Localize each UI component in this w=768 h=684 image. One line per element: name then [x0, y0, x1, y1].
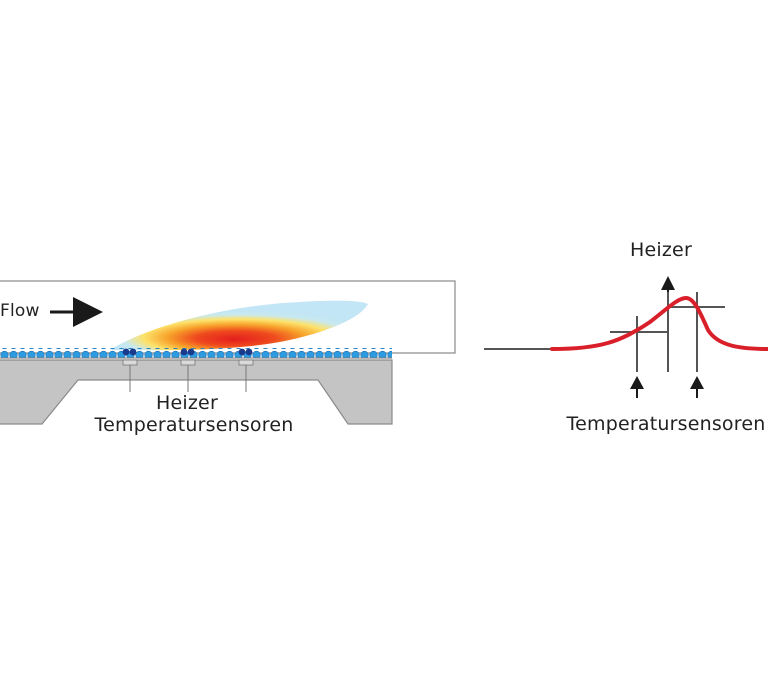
left-heater-label: Heizer	[156, 392, 218, 414]
leader-lines	[129, 365, 247, 392]
sensor-arrow-right-icon	[690, 376, 704, 398]
sensor-arrow-left-icon	[630, 376, 644, 398]
left-sensors-label: Temperatursensoren	[94, 414, 294, 436]
flow-label: Flow	[0, 301, 40, 321]
sensor-dots	[122, 348, 253, 356]
membrane-dots	[0, 348, 392, 358]
right-sensors-label: Temperatursensoren	[566, 413, 766, 435]
heat-plume	[110, 300, 368, 351]
substrate	[0, 359, 393, 425]
temperature-curve	[550, 295, 768, 351]
heater-arrow-icon	[661, 276, 675, 292]
left-diagram	[0, 280, 456, 425]
right-diagram	[484, 276, 768, 398]
right-heater-label: Heizer	[630, 239, 692, 261]
